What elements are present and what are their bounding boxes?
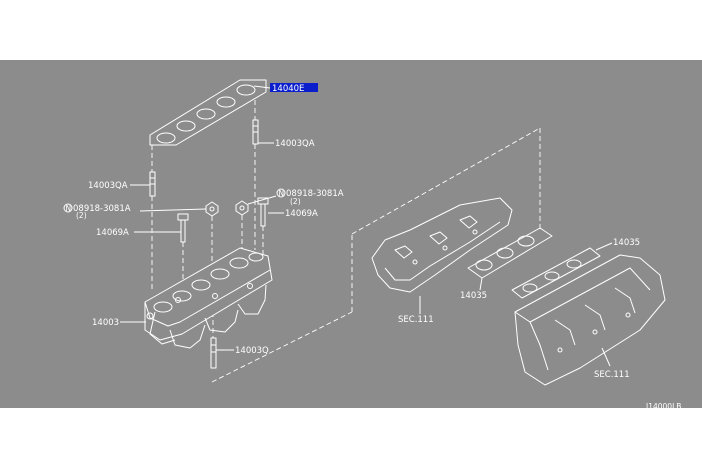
stud-right[interactable] (252, 119, 259, 145)
cylinder-head-right[interactable] (514, 254, 666, 386)
label-14035-mid[interactable]: 14035 (460, 291, 487, 301)
label-08918-3081a-right[interactable]: 08918-3081A (286, 189, 344, 199)
label-sec111-left[interactable]: SEC.111 (398, 315, 434, 325)
label-14035-right[interactable]: 14035 (613, 238, 640, 248)
circled-n-icon: N (276, 188, 286, 198)
cylinder-head-left[interactable] (371, 197, 513, 293)
nut-left[interactable] (205, 201, 219, 217)
bolt-right[interactable] (257, 197, 269, 227)
diagram-panel (0, 60, 702, 408)
stud-bottom[interactable] (210, 337, 217, 369)
label-qty-left: (2) (76, 211, 87, 220)
svg-text:N: N (279, 189, 285, 198)
label-highlight (270, 83, 318, 92)
label-sec111-right[interactable]: SEC.111 (594, 370, 630, 380)
label-14003[interactable]: 14003 (92, 318, 119, 328)
label-14003qa-right[interactable]: 14003QA (275, 139, 315, 149)
label-14069a-left[interactable]: 14069A (96, 228, 129, 238)
exhaust-gasket-mid[interactable] (467, 227, 553, 279)
assembly-guides-left (151, 100, 541, 383)
label-qty-right: (2) (290, 197, 301, 206)
label-14040e[interactable]: 14040E (272, 84, 304, 94)
bolt-left[interactable] (177, 213, 189, 243)
label-14069a-right[interactable]: 14069A (285, 209, 318, 219)
nut-right[interactable] (235, 200, 249, 216)
label-08918-3081a-left[interactable]: 08918-3081A (73, 204, 131, 214)
intake-manifold[interactable] (144, 247, 273, 349)
label-14003qa-left[interactable]: 14003QA (88, 181, 128, 191)
circled-n-icon: N (63, 203, 73, 213)
svg-text:N: N (66, 204, 72, 213)
stud-left[interactable] (149, 171, 156, 197)
intake-gasket-upper[interactable] (149, 79, 267, 146)
diagram-code: J14000LB (645, 402, 681, 411)
exhaust-gasket-right[interactable] (511, 247, 601, 299)
label-14003q[interactable]: 14003Q (235, 346, 269, 356)
